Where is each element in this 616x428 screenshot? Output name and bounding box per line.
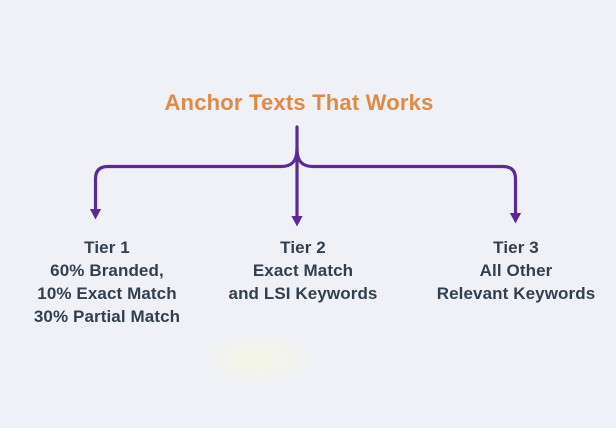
tier-1-line: 30% Partial Match xyxy=(33,307,181,326)
tier-2-line: and LSI Keywords xyxy=(228,284,378,303)
tier-2-block: Tier 2 Exact Match and LSI Keywords xyxy=(208,236,398,305)
diagram-title: Anchor Texts That Works xyxy=(164,90,434,115)
center-arrow xyxy=(291,125,303,227)
tier-1-line: 10% Exact Match xyxy=(37,284,177,303)
tier-2-heading: Tier 2 xyxy=(280,238,326,257)
tier-1-block: Tier 1 60% Branded, 10% Exact Match 30% … xyxy=(12,236,202,328)
tier-3-heading: Tier 3 xyxy=(493,238,539,257)
right-arrow xyxy=(295,147,522,224)
tier-2-line: Exact Match xyxy=(252,261,354,280)
tier-3-line: All Other xyxy=(479,261,553,280)
tier-3-line: Relevant Keywords xyxy=(436,284,596,303)
left-arrow xyxy=(89,147,299,220)
tier-1-line: 60% Branded, xyxy=(50,261,164,280)
tier-1-heading: Tier 1 xyxy=(84,238,130,257)
tier-3-block: Tier 3 All Other Relevant Keywords xyxy=(418,236,614,305)
